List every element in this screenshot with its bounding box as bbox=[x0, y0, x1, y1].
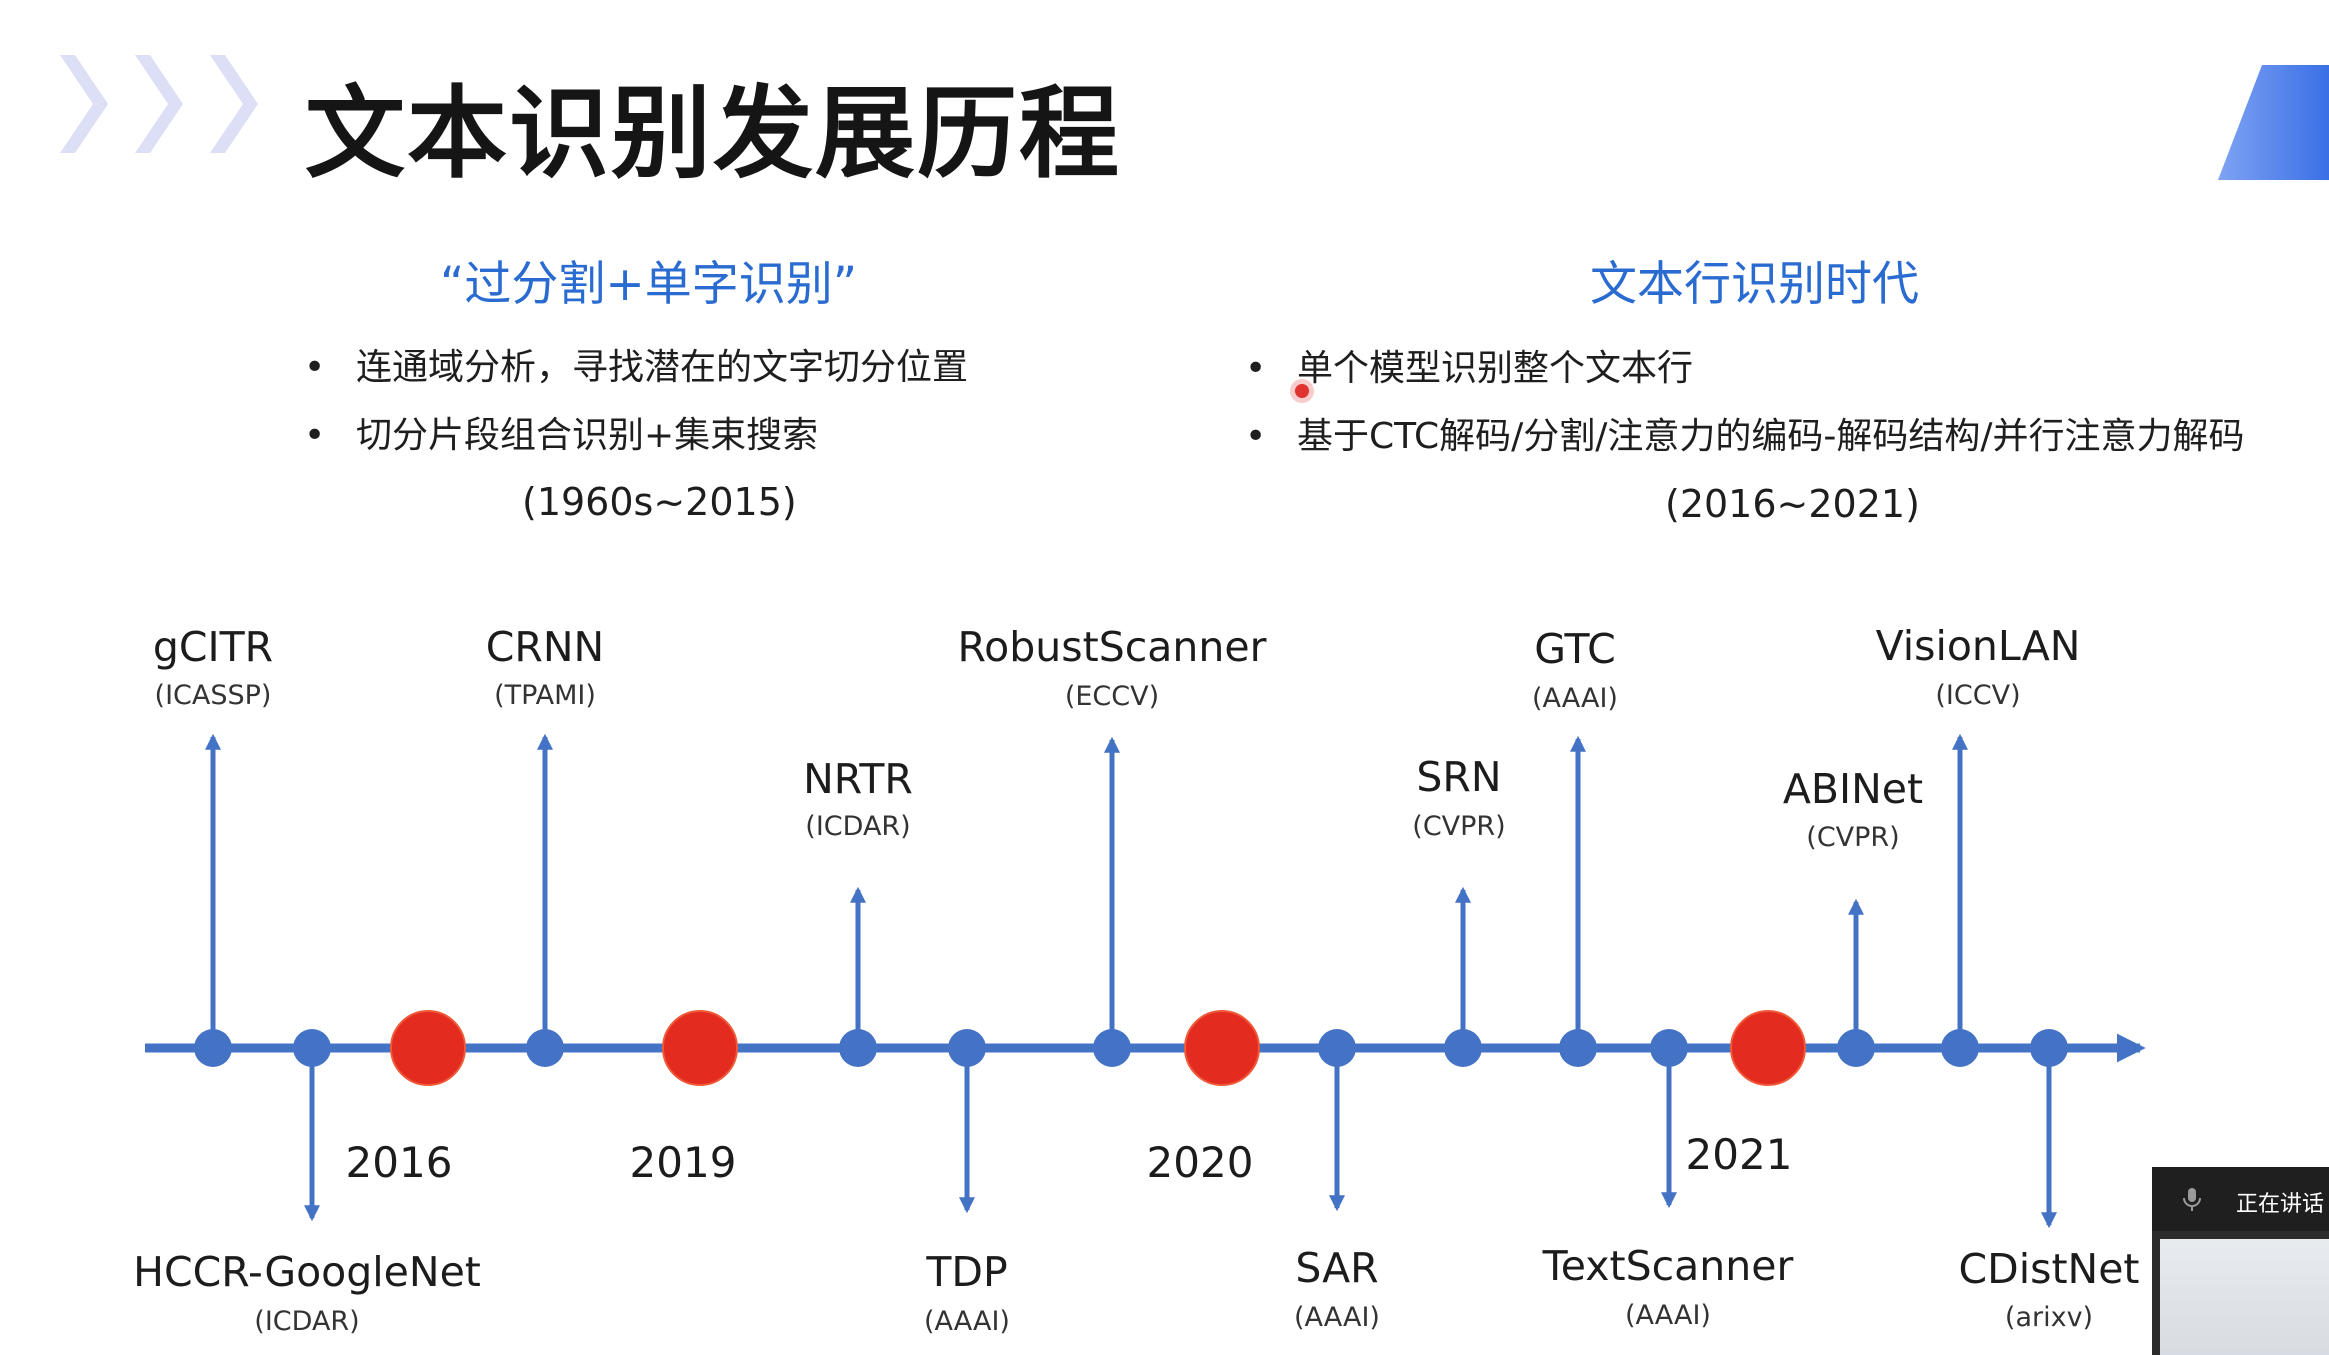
speaker-status-bar: 正在讲话 bbox=[2152, 1167, 2329, 1231]
event-venue: (AAAI) bbox=[924, 1306, 1010, 1337]
event-node bbox=[526, 1029, 564, 1067]
event-node bbox=[293, 1029, 331, 1067]
event-node bbox=[839, 1029, 877, 1067]
bullet-text: 连通域分析，寻找潜在的文字切分位置 bbox=[356, 347, 969, 388]
event-venue: (ICCV) bbox=[1935, 680, 2021, 711]
event-name: VisionLAN bbox=[1875, 622, 2081, 670]
year-marker bbox=[1730, 1010, 1806, 1086]
laser-pointer-dot bbox=[1295, 384, 1309, 398]
event-name: HCCR-GoogleNet bbox=[133, 1248, 481, 1296]
right-bullet-list: • 单个模型识别整个文本行 • 基于CTC解码/分割/注意力的编码-解码结构/并行注… bbox=[1245, 335, 2245, 471]
event-venue: (CVPR) bbox=[1806, 822, 1900, 853]
event-venue: (ICASSP) bbox=[154, 680, 272, 711]
event-node bbox=[1650, 1029, 1688, 1067]
event-name: TextScanner bbox=[1542, 1242, 1794, 1290]
microphone-icon[interactable] bbox=[2180, 1187, 2204, 1213]
left-bullet-list: • 连通域分析，寻找潜在的文字切分位置 • 切分片段组合识别+集束搜索 bbox=[304, 334, 969, 470]
chevron-icon bbox=[210, 55, 258, 153]
event-venue: (arixv) bbox=[2004, 1302, 2094, 1333]
year-label: 2021 bbox=[1685, 1130, 1793, 1179]
event-venue: (CVPR) bbox=[1412, 811, 1506, 842]
corner-decoration bbox=[2218, 65, 2329, 180]
event-node bbox=[194, 1029, 232, 1067]
event-name: gCITR bbox=[152, 623, 274, 671]
event-node bbox=[948, 1029, 986, 1067]
event-name: RobustScanner bbox=[957, 623, 1267, 671]
bullet-dot-icon: • bbox=[304, 415, 326, 456]
right-column-heading: 文本行识别时代 bbox=[1590, 257, 1919, 312]
left-column-heading: “过分割+单字识别” bbox=[440, 257, 858, 312]
event-venue: (AAAI) bbox=[1294, 1302, 1380, 1333]
bullet-text: 单个模型识别整个文本行 bbox=[1297, 348, 1694, 389]
event-node bbox=[2030, 1029, 2068, 1067]
event-venue: (AAAI) bbox=[1532, 683, 1618, 714]
bullet-dot-icon: • bbox=[1245, 348, 1267, 389]
year-label: 2019 bbox=[629, 1138, 737, 1187]
event-node bbox=[1318, 1029, 1356, 1067]
event-name: SRN bbox=[1416, 753, 1502, 801]
bullet-dot-icon: • bbox=[304, 347, 326, 388]
event-node bbox=[1093, 1029, 1131, 1067]
bullet-text: 基于CTC解码/分割/注意力的编码-解码结构/并行注意力解码 bbox=[1297, 416, 2245, 457]
bullet-dot-icon: • bbox=[1245, 416, 1267, 457]
event-venue: (ECCV) bbox=[1064, 681, 1160, 712]
event-venue: (TPAMI) bbox=[494, 680, 596, 711]
title-chevrons bbox=[60, 55, 258, 153]
event-name: SAR bbox=[1295, 1244, 1379, 1292]
event-node bbox=[1941, 1029, 1979, 1067]
event-name: ABINet bbox=[1782, 765, 1924, 813]
event-venue: (AAAI) bbox=[1625, 1300, 1711, 1331]
year-label: 2020 bbox=[1146, 1138, 1254, 1187]
event-name: NRTR bbox=[803, 755, 913, 803]
speaker-video bbox=[2160, 1239, 2329, 1355]
left-bullet-item: • 切分片段组合识别+集束搜索 bbox=[304, 402, 968, 470]
event-name: TDP bbox=[926, 1248, 1008, 1296]
page-title: 文本识别发展历程 bbox=[305, 75, 1121, 192]
left-period: (1960s~2015) bbox=[522, 480, 797, 524]
event-name: CRNN bbox=[485, 623, 605, 671]
event-node bbox=[1444, 1029, 1482, 1067]
event-venue: (ICDAR) bbox=[254, 1306, 360, 1337]
year-marker bbox=[662, 1010, 738, 1086]
meeting-speaker-widget[interactable]: 正在讲话 bbox=[2152, 1167, 2329, 1355]
chevron-icon bbox=[135, 55, 183, 153]
chevron-icon bbox=[60, 55, 108, 153]
event-node bbox=[1559, 1029, 1597, 1067]
timeline-nodes bbox=[194, 1010, 2068, 1086]
right-bullet-item: • 基于CTC解码/分割/注意力的编码-解码结构/并行注意力解码 bbox=[1245, 403, 2245, 471]
event-name: CDistNet bbox=[1958, 1245, 2140, 1293]
timeline-stems bbox=[204, 733, 2058, 1229]
right-bullet-item: • 单个模型识别整个文本行 bbox=[1245, 335, 2245, 403]
bullet-text: 切分片段组合识别+集束搜索 bbox=[356, 415, 819, 456]
year-marker bbox=[390, 1010, 466, 1086]
event-node bbox=[1837, 1029, 1875, 1067]
year-marker bbox=[1184, 1010, 1260, 1086]
event-venue: (ICDAR) bbox=[805, 811, 911, 842]
left-bullet-item: • 连通域分析，寻找潜在的文字切分位置 bbox=[304, 334, 969, 402]
speaking-status: 正在讲话 bbox=[2236, 1192, 2325, 1217]
year-label: 2016 bbox=[345, 1138, 453, 1187]
right-period: (2016~2021) bbox=[1665, 482, 1920, 526]
event-name: GTC bbox=[1534, 625, 1616, 673]
